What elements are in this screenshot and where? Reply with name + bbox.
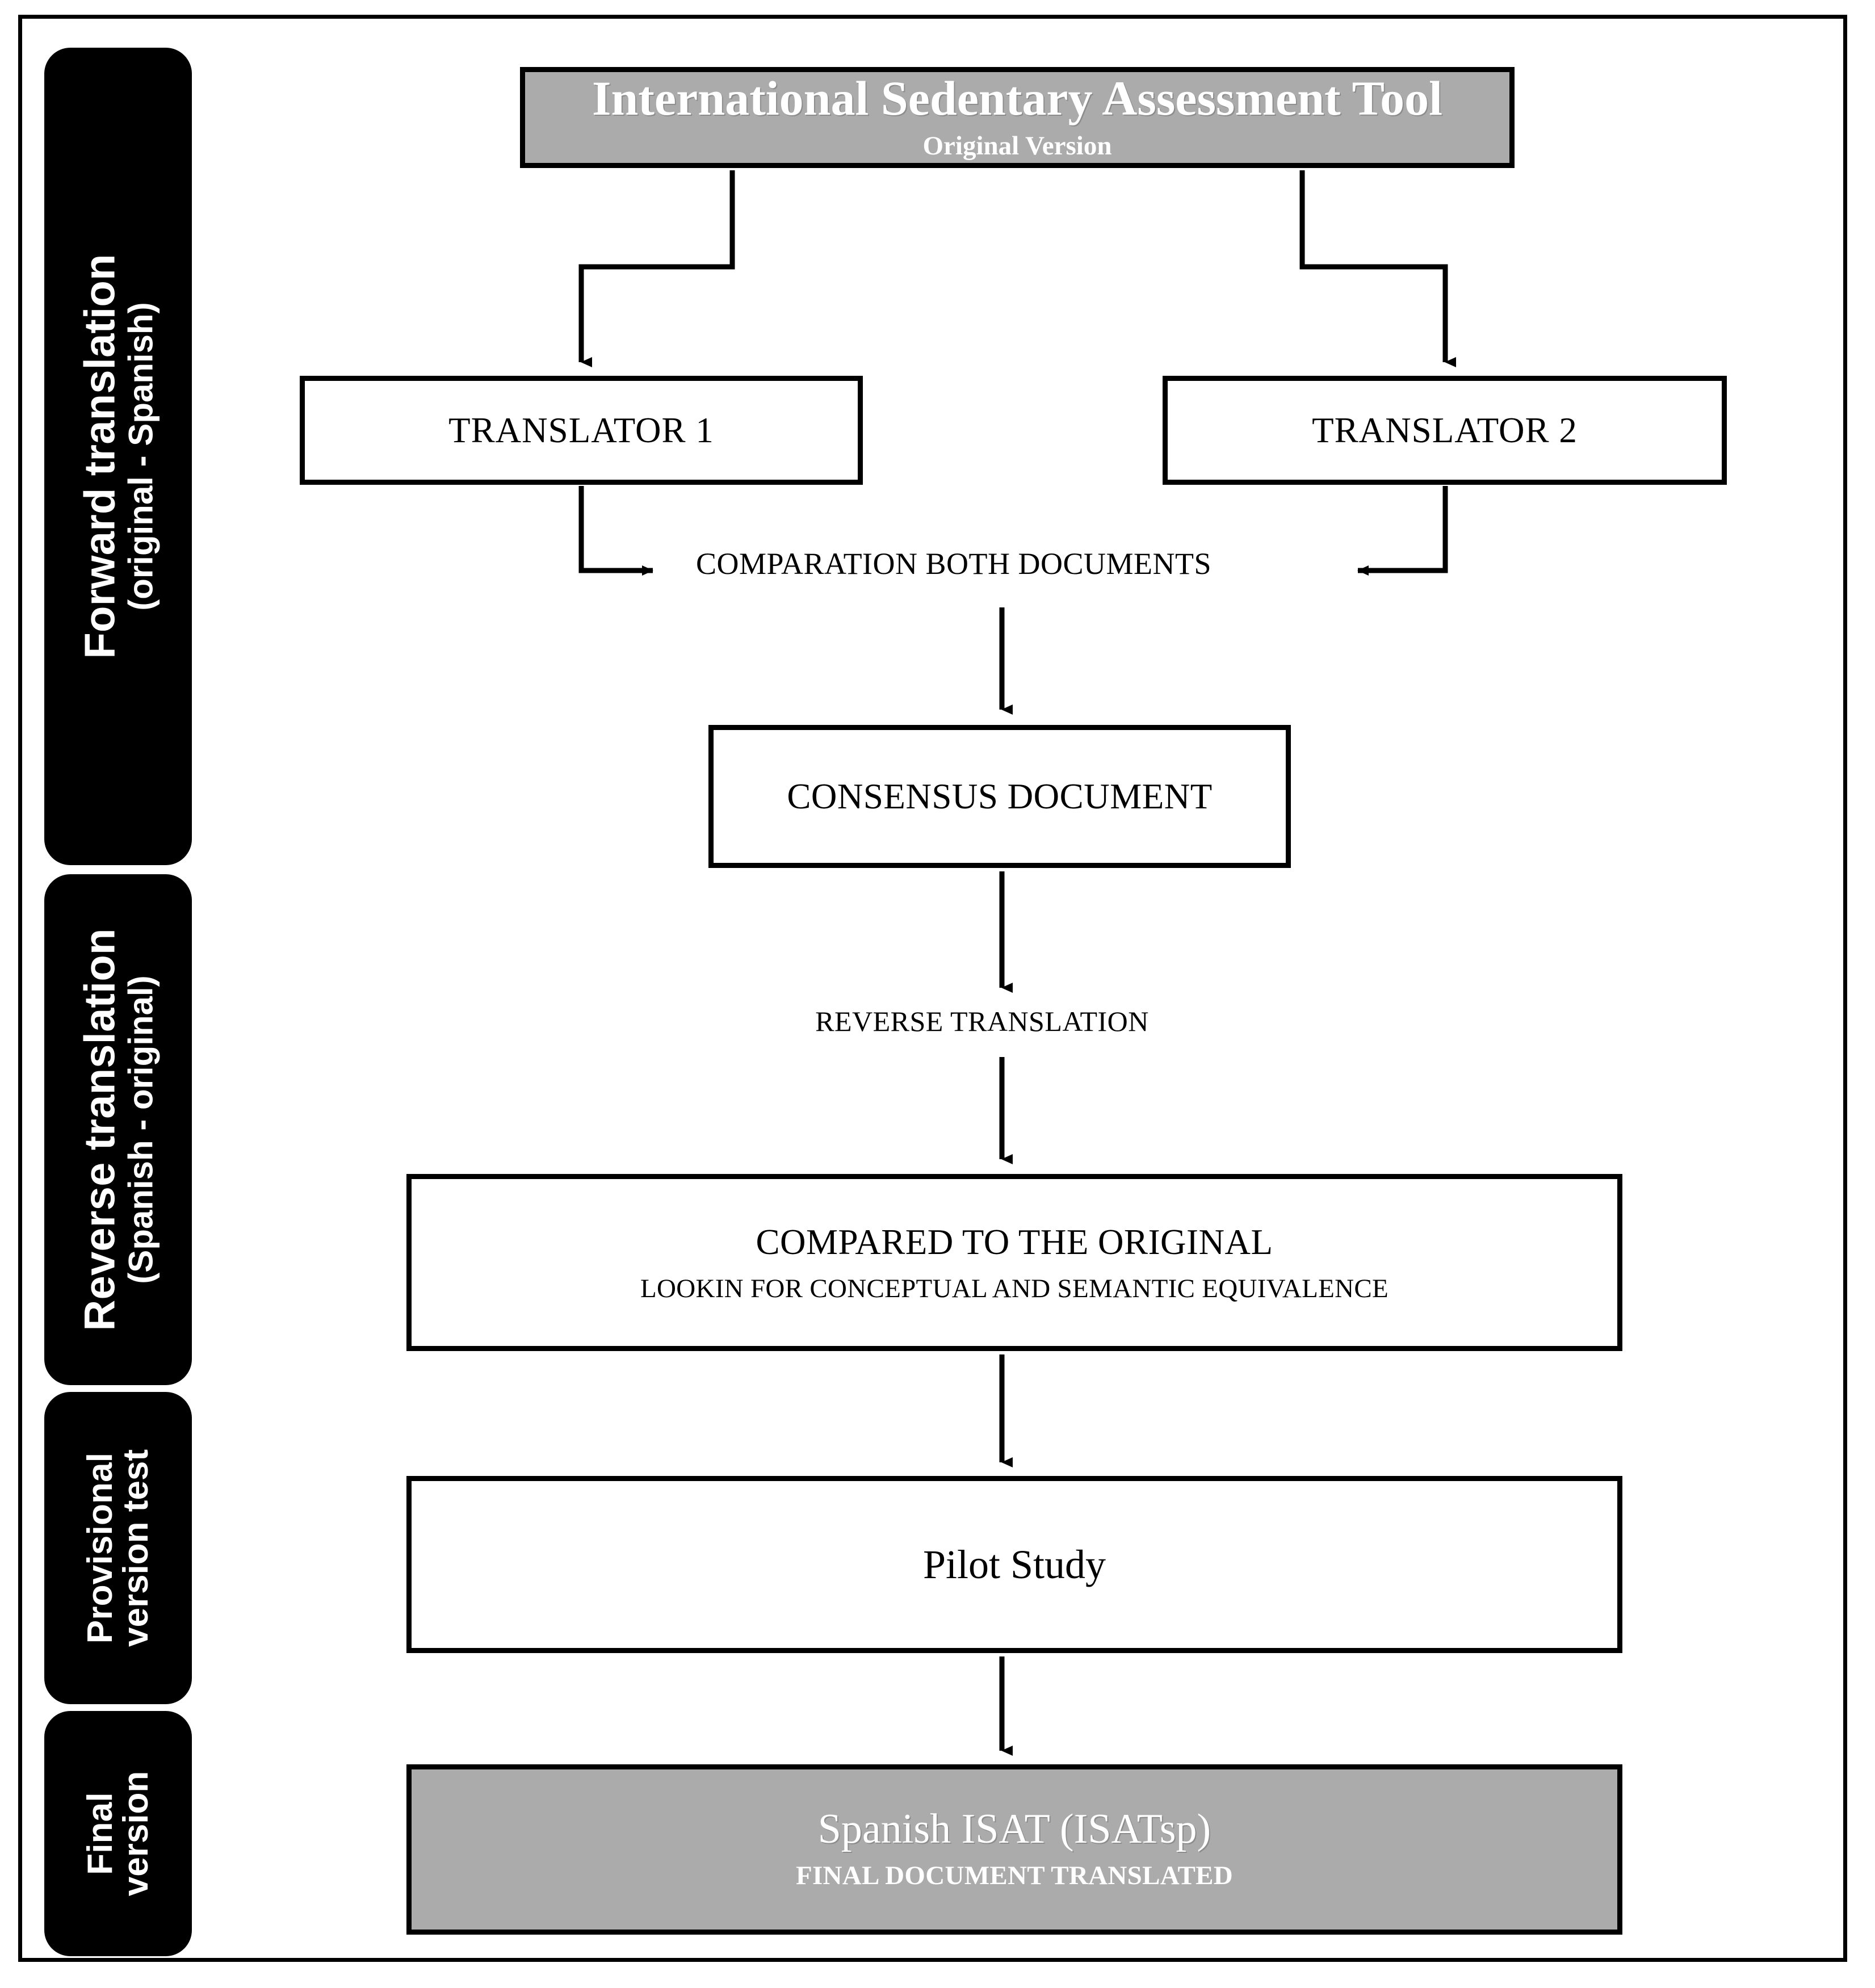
- stage-reverse-translation-subtitle: (Spanish - original): [121, 975, 160, 1284]
- node-international-sedentary-assessment-tool: International Sedentary Assessment Tool …: [520, 67, 1515, 168]
- stage-forward-translation: Forward translation (original - Spanish): [44, 48, 192, 865]
- stage-forward-translation-title: Forward translation: [75, 254, 124, 659]
- node-translator-1: TRANSLATOR 1: [300, 376, 863, 485]
- node-pilot-study: Pilot Study: [406, 1476, 1622, 1653]
- node-consensus-document: CONSENSUS DOCUMENT: [708, 725, 1291, 868]
- edge-label-reverse-translation: REVERSE TRANSLATION: [815, 1005, 1149, 1037]
- stage-final-version-title: Final: [80, 1792, 120, 1875]
- node-translator-2: TRANSLATOR 2: [1163, 376, 1727, 485]
- node-consensus-title: CONSENSUS DOCUMENT: [787, 776, 1213, 816]
- stage-provisional-version-test: Provisional version test: [44, 1392, 192, 1704]
- stage-provisional-version-test-text: Provisional version test: [80, 1449, 156, 1647]
- stage-forward-translation-subtitle: (original - Spanish): [121, 302, 160, 611]
- node-isat-title: International Sedentary Assessment Tool: [592, 71, 1442, 125]
- stage-reverse-translation-title: Reverse translation: [75, 928, 124, 1331]
- stage-reverse-translation-text: Reverse translation (Spanish - original): [75, 928, 160, 1331]
- stage-provisional-version-test-title: Provisional: [80, 1452, 120, 1644]
- node-compared-title: COMPARED TO THE ORIGINAL: [756, 1222, 1273, 1262]
- stage-final-version: Final version: [44, 1711, 192, 1956]
- node-translator-2-title: TRANSLATOR 2: [1312, 410, 1578, 450]
- node-spanish-isat: Spanish ISAT (ISATsp) FINAL DOCUMENT TRA…: [406, 1764, 1622, 1935]
- stage-final-version-subtitle: version: [116, 1771, 156, 1897]
- stage-reverse-translation: Reverse translation (Spanish - original): [44, 874, 192, 1385]
- node-isat-subtitle: Original Version: [922, 131, 1112, 161]
- stage-provisional-version-test-subtitle: version test: [116, 1449, 156, 1647]
- node-compared-subtitle: LOOKIN FOR CONCEPTUAL AND SEMANTIC EQUIV…: [640, 1273, 1389, 1303]
- node-compared-to-the-original: COMPARED TO THE ORIGINAL LOOKIN FOR CONC…: [406, 1174, 1622, 1351]
- stage-final-version-text: Final version: [80, 1771, 156, 1897]
- node-final-subtitle: FINAL DOCUMENT TRANSLATED: [795, 1861, 1234, 1890]
- edge-label-comparation-both-documents: COMPARATION BOTH DOCUMENTS: [695, 547, 1212, 581]
- node-translator-1-title: TRANSLATOR 1: [448, 410, 714, 450]
- node-final-title: Spanish ISAT (ISATsp): [817, 1806, 1211, 1852]
- stage-forward-translation-text: Forward translation (original - Spanish): [75, 254, 160, 659]
- figure-outer-frame: [18, 15, 1847, 1962]
- node-pilot-title: Pilot Study: [922, 1541, 1106, 1587]
